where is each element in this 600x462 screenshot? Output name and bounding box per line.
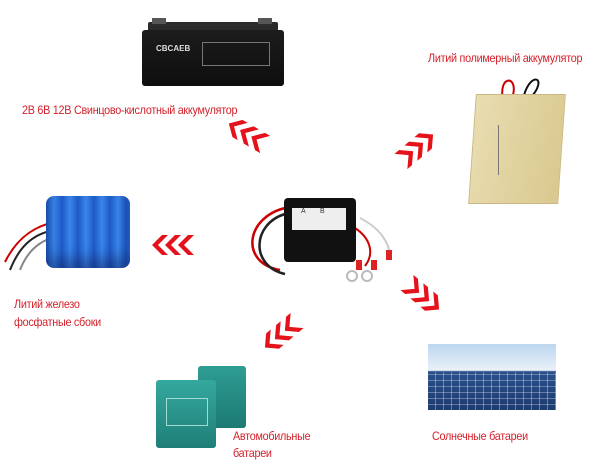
lead-acid-label: 2В 6В 12В Свинцово-кислотный аккумулятор	[22, 103, 238, 117]
solar-label: Солнечные батареи	[432, 429, 528, 443]
arrow-to-car	[256, 310, 307, 358]
lipo-label: Литий полимерный аккумулятор	[428, 51, 583, 65]
lifepo-label-line1: Литий железо	[14, 297, 80, 311]
lifepo-label-line2: фосфатные сбоки	[14, 315, 101, 329]
car-label-line1: Автомобильные	[233, 429, 311, 443]
car-label-line2: батареи	[233, 446, 272, 460]
arrow-to-lipo	[392, 124, 443, 172]
device-label-b: B	[320, 208, 325, 215]
solar-panels-image	[428, 344, 556, 410]
lead-acid-battery-image: CBCAEB	[142, 18, 284, 86]
device-label-a: A	[301, 208, 306, 215]
lead-acid-brand: CBCAEB	[156, 44, 191, 53]
battery-equalizer-device: A B	[240, 188, 400, 288]
lipo-battery-image	[468, 70, 566, 204]
lifepo-pack-image	[0, 192, 132, 274]
arrow-to-lead-acid	[221, 112, 273, 156]
arrow-to-lifepo	[150, 233, 196, 257]
car-batteries-image	[152, 362, 248, 452]
arrow-to-solar	[398, 272, 449, 320]
